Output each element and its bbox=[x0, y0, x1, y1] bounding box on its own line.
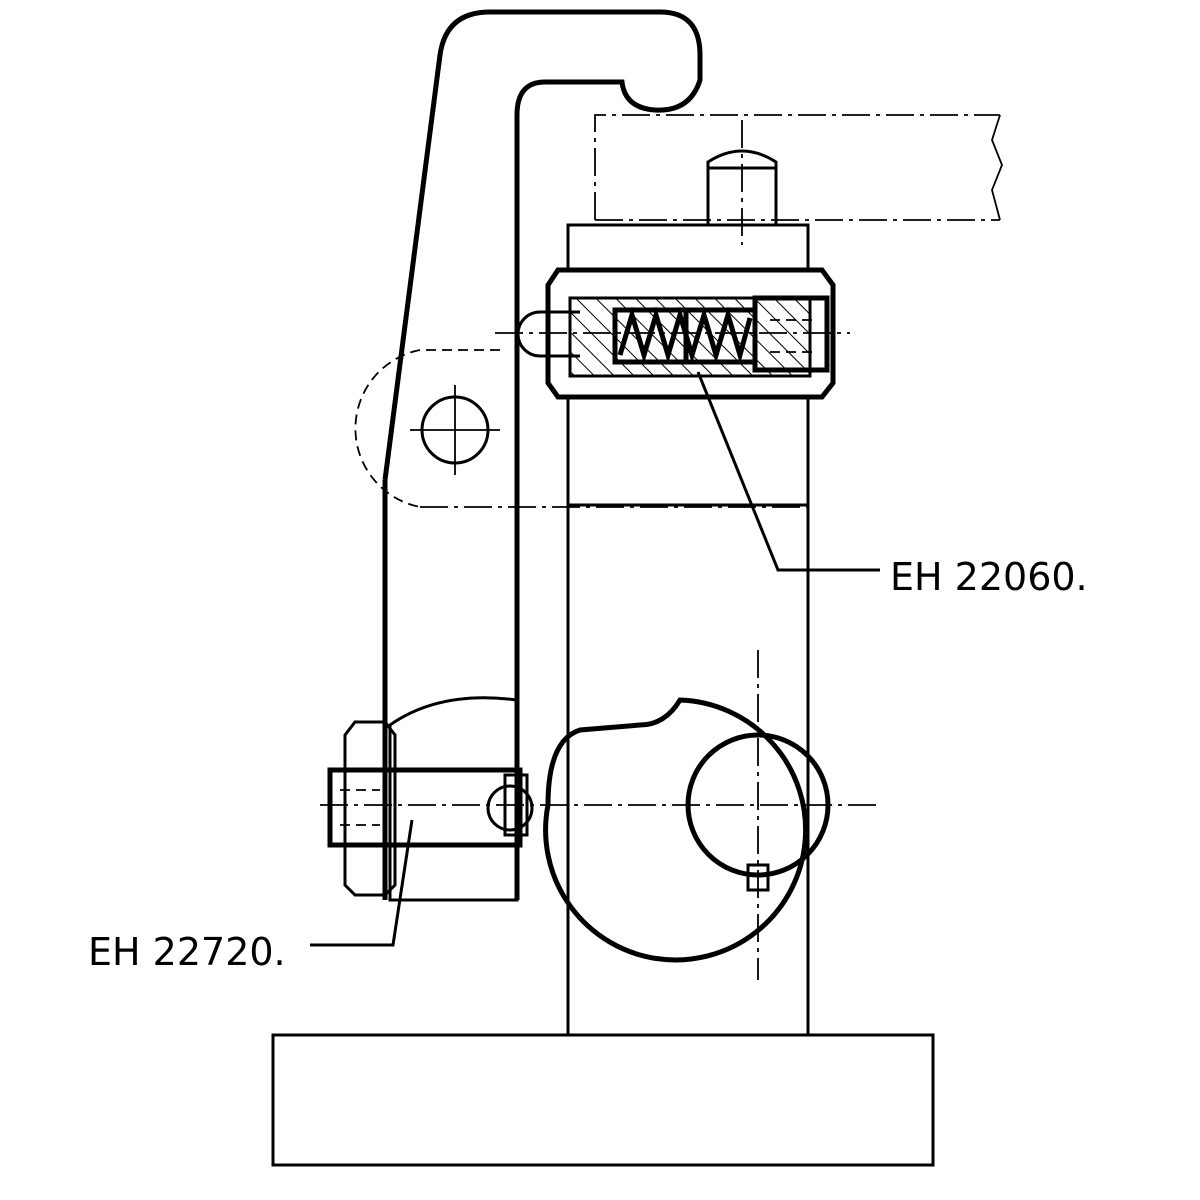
base-plate bbox=[271, 1033, 935, 1167]
ball-plunger bbox=[495, 267, 850, 400]
leader-ball-plunger bbox=[696, 371, 880, 572]
break-line bbox=[991, 114, 1003, 221]
label-thrust-screw: EH 22720. bbox=[88, 930, 286, 974]
lever bbox=[354, 9, 808, 900]
locating-pin bbox=[706, 120, 778, 245]
workpiece-outline bbox=[594, 114, 1000, 221]
cam bbox=[543, 650, 831, 980]
label-ball-plunger: EH 22060. bbox=[890, 555, 1088, 599]
clamp-block bbox=[320, 696, 880, 902]
leader-thrust-screw bbox=[310, 819, 414, 947]
